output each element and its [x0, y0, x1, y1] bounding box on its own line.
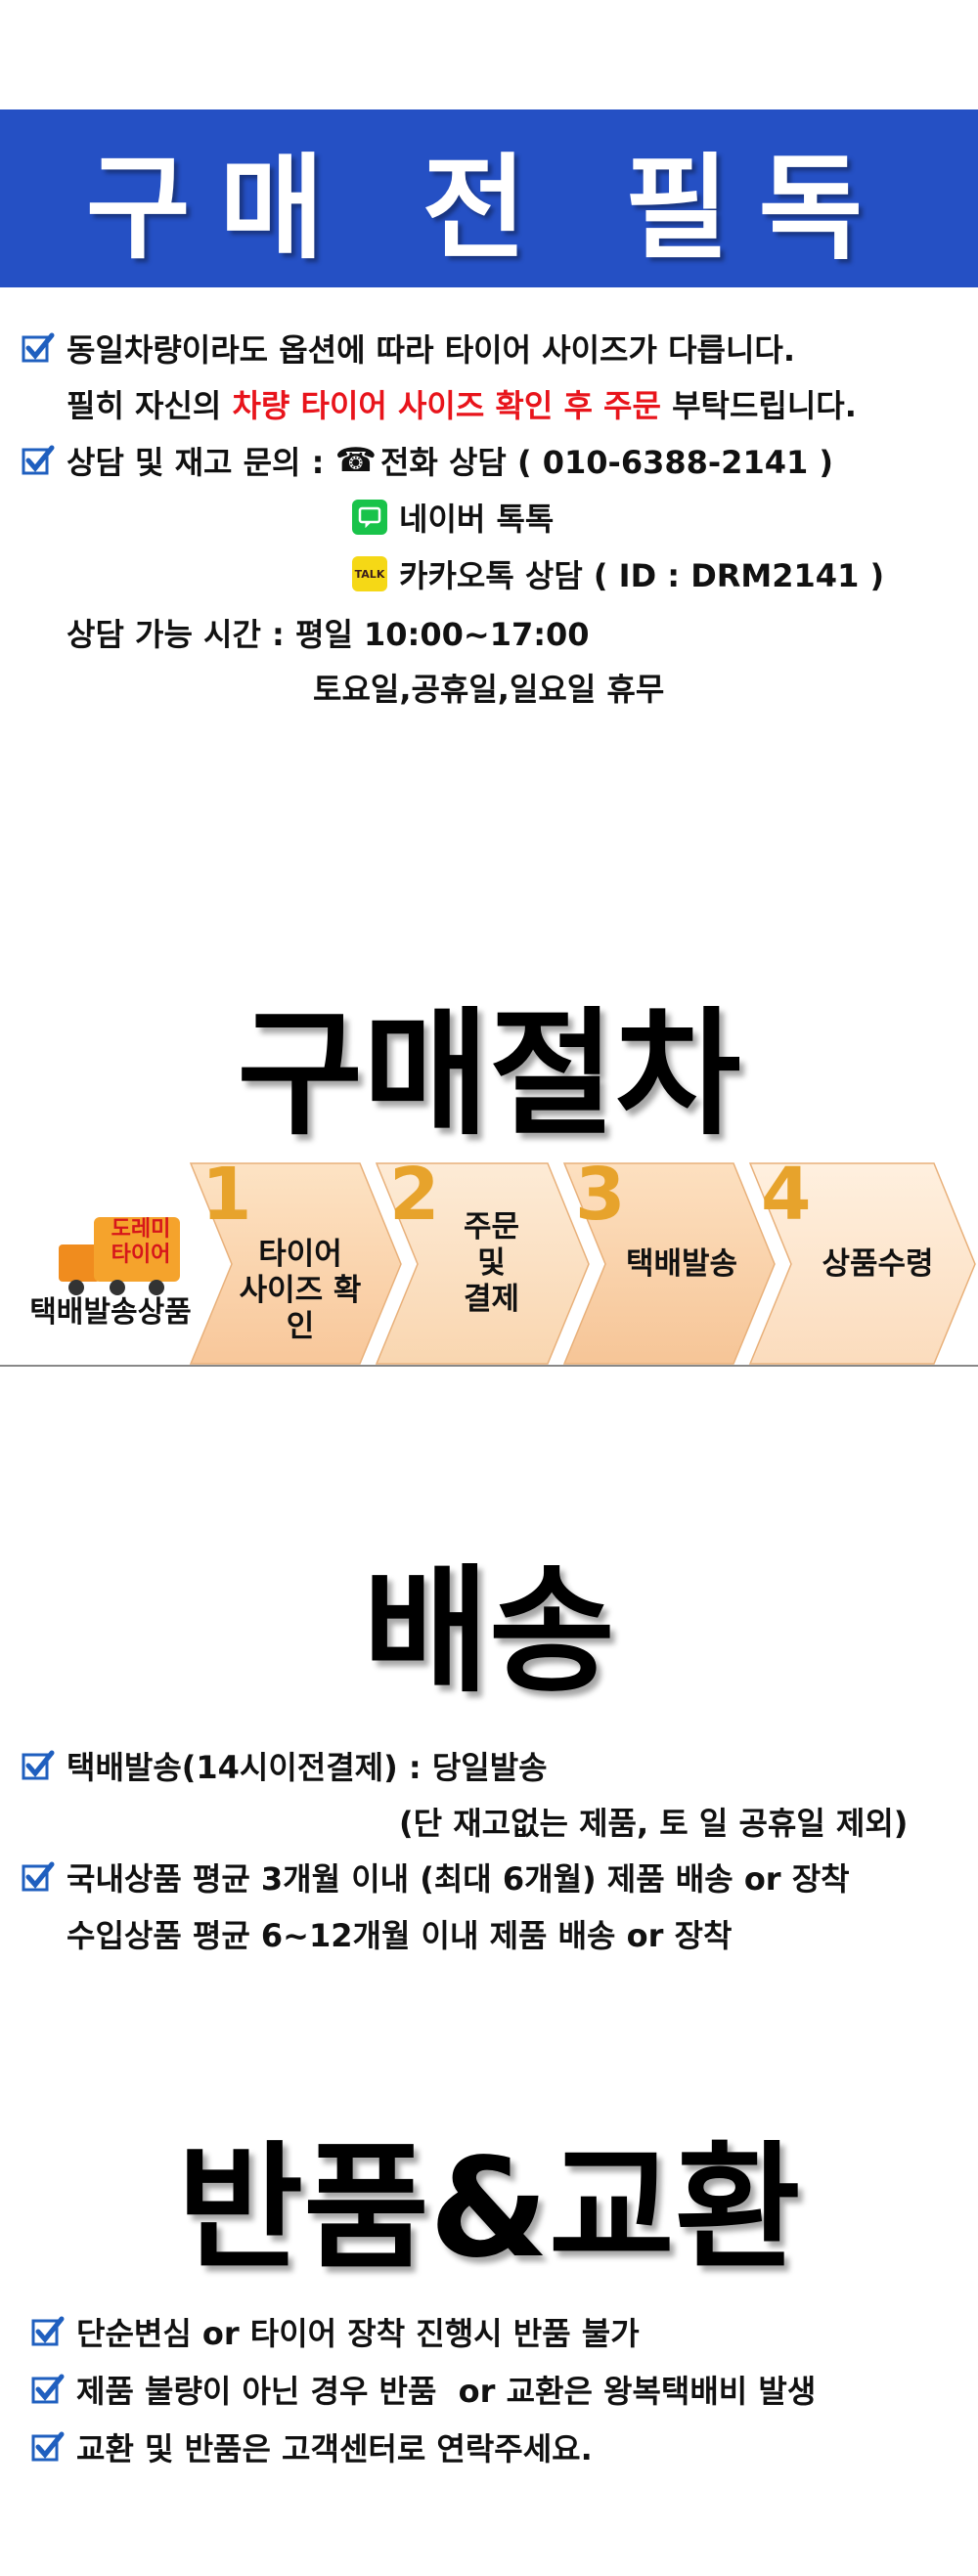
returns-title: 반품&교환 [177, 2129, 801, 2289]
banner-title: 구매 전 필독 [85, 143, 893, 275]
steps-arrows [0, 1162, 978, 1367]
notice-text-2-post: 부탁드립니다. [660, 387, 857, 424]
notice-text-2-pre: 필히 자신의 [67, 387, 233, 424]
returns-text-3: 교환 및 반품은 고객센터로 연락주세요. [76, 2430, 593, 2467]
step-1-number: 1 [201, 1153, 252, 1237]
step-1-label: 타이어 사이즈 확인 [239, 1237, 362, 1344]
notice-text-1: 동일차량이라도 옵션에 따라 타이어 사이즈가 다릅니다. [67, 331, 795, 369]
delivery-line-3: 수입상품 평균 6~12개월 이내 제품 배송 or 장착 [67, 1911, 732, 1956]
truck-icon [59, 1217, 180, 1295]
delivery-note-line: (단 재고없는 제품, 토 일 공휴일 제외) [399, 1799, 908, 1844]
contact-line: 상담 및 재고 문의 : ☎ 전화 상담 ( 010-6388-2141 ) [22, 438, 833, 483]
returns-text-2: 제품 불량이 아닌 경우 반품 or 교환은 왕복택배비 발생 [76, 2373, 817, 2410]
delivery-line-1: 택배발송(14시이전결제) : 당일발송 [22, 1743, 548, 1788]
phone-icon: ☎ [334, 441, 377, 480]
delivery-text-1: 택배발송(14시이전결제) : 당일발송 [67, 1749, 548, 1786]
delivery-text-2: 국내상품 평균 3개월 이내 (최대 6개월) 제품 배송 or 장착 [67, 1860, 850, 1898]
naver-line[interactable]: 네이버 톡톡 [352, 495, 554, 540]
step-2-number: 2 [389, 1153, 440, 1237]
step-1-arrow [189, 1162, 402, 1365]
hours-label: 상담 가능 시간 : 평일 10:00~17:00 [67, 616, 590, 653]
step-4-label: 상품수령 [822, 1246, 934, 1282]
step-4-number: 4 [761, 1153, 812, 1237]
check-icon [22, 1750, 55, 1780]
logo-brand-top: 도레미 [111, 1217, 171, 1242]
purchase-steps: 도레미 타이어 택배발송상품 1 타이어 사이즈 확인 2 주문 및 결제 3 … [0, 1153, 978, 1369]
step-3-number: 3 [575, 1153, 626, 1237]
check-icon [31, 2431, 65, 2462]
phone-contact[interactable]: 전화 상담 ( 010-6388-2141 ) [379, 444, 834, 481]
check-icon [31, 2374, 65, 2404]
step-4-arrow [748, 1162, 976, 1365]
hours-off: 토요일,공휴일,일요일 휴무 [313, 671, 665, 708]
notice-text-2-highlight: 차량 타이어 사이즈 확인 후 주문 [232, 387, 661, 424]
delivery-text-3: 수입상품 평균 6~12개월 이내 제품 배송 or 장착 [67, 1917, 733, 1954]
logo-label: 택배발송상품 [29, 1295, 192, 1330]
notice-line-2: 필히 자신의 차량 타이어 사이즈 확인 후 주문 부탁드립니다. [67, 381, 857, 426]
purchase-title: 구매절차 [237, 995, 741, 1155]
kakao-talk-icon: TALK [352, 556, 387, 591]
hours-off-line: 토요일,공휴일,일요일 휴무 [313, 665, 664, 710]
check-icon [22, 445, 55, 475]
delivery-title: 배송 [363, 1552, 615, 1712]
hours-line: 상담 가능 시간 : 평일 10:00~17:00 [67, 610, 590, 655]
returns-line-1: 단순변심 or 타이어 장착 진행시 반품 불가 [31, 2309, 640, 2354]
kakao-line[interactable]: TALK 카카오톡 상담 ( ID : DRM2141 ) [352, 551, 884, 596]
returns-line-3: 교환 및 반품은 고객센터로 연락주세요. [31, 2424, 593, 2469]
step-3-label: 택배발송 [625, 1246, 738, 1282]
contact-label: 상담 및 재고 문의 : [67, 444, 335, 481]
notice-line-1: 동일차량이라도 옵션에 따라 타이어 사이즈가 다릅니다. [22, 326, 795, 371]
returns-line-2: 제품 불량이 아닌 경우 반품 or 교환은 왕복택배비 발생 [31, 2367, 816, 2412]
naver-talk-label: 네이버 톡톡 [399, 501, 555, 538]
logo-brand-mid: 타이어 [111, 1243, 171, 1267]
step-2-label: 주문 및 결제 [463, 1209, 520, 1317]
step-2-arrow [375, 1162, 590, 1365]
naver-talk-icon [352, 500, 387, 535]
check-icon [22, 1861, 55, 1892]
banner-background [0, 109, 978, 287]
delivery-line-2: 국내상품 평균 3개월 이내 (최대 6개월) 제품 배송 or 장착 [22, 1855, 850, 1899]
step-3-arrow [562, 1162, 776, 1365]
kakao-talk-label: 카카오톡 상담 ( ID : DRM2141 ) [399, 557, 885, 594]
delivery-note: (단 재고없는 제품, 토 일 공휴일 제외) [399, 1805, 909, 1842]
check-icon [31, 2316, 65, 2346]
returns-text-1: 단순변심 or 타이어 장착 진행시 반품 불가 [76, 2315, 640, 2352]
check-icon [22, 332, 55, 363]
